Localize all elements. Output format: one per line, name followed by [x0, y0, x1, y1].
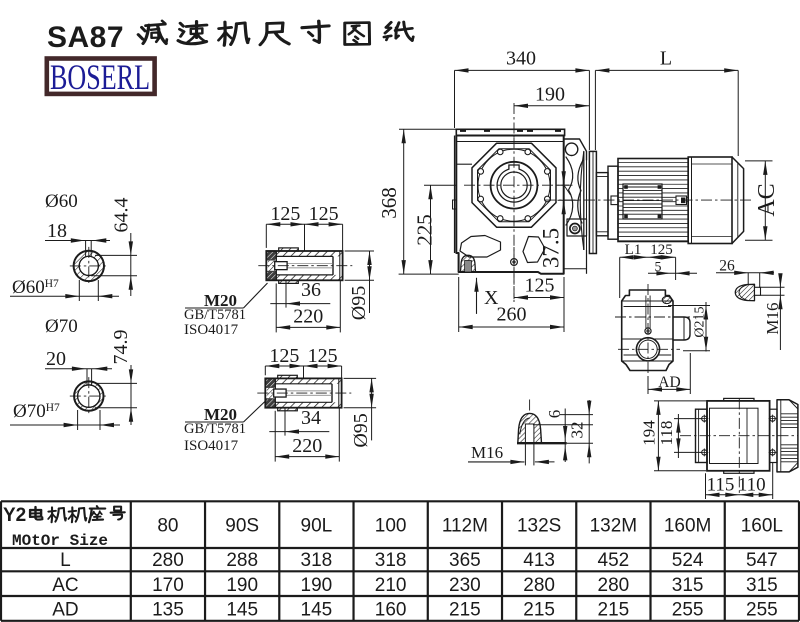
svg-text:X: X	[484, 287, 499, 309]
svg-text:36: 36	[301, 279, 321, 301]
svg-text:230: 230	[449, 575, 481, 596]
svg-text:M16: M16	[763, 302, 782, 334]
svg-text:BOSERL: BOSERL	[50, 57, 150, 97]
svg-text:160M: 160M	[664, 516, 712, 537]
svg-text:Ø70: Ø70	[45, 316, 78, 337]
svg-text:64.4: 64.4	[111, 198, 133, 233]
svg-text:210: 210	[375, 575, 407, 596]
svg-text:AD: AD	[52, 600, 78, 621]
svg-text:118: 118	[657, 421, 676, 446]
svg-text:110: 110	[738, 475, 766, 496]
svg-text:170: 170	[152, 575, 184, 596]
svg-text:413: 413	[523, 550, 555, 571]
svg-text:125: 125	[525, 275, 555, 297]
svg-text:132S: 132S	[517, 516, 561, 537]
svg-text:125: 125	[650, 242, 673, 258]
svg-text:112M: 112M	[442, 516, 488, 537]
svg-text:90S: 90S	[225, 516, 259, 537]
svg-text:255: 255	[672, 600, 704, 621]
svg-text:90L: 90L	[301, 516, 333, 537]
svg-text:280: 280	[523, 575, 555, 596]
svg-text:100: 100	[375, 516, 407, 537]
svg-text:ISO4017: ISO4017	[184, 438, 239, 454]
svg-text:145: 145	[301, 600, 333, 621]
svg-text:AC: AC	[52, 575, 78, 596]
svg-text:225: 225	[413, 214, 437, 246]
svg-text:Ø60: Ø60	[45, 191, 78, 212]
svg-text:Ø215: Ø215	[693, 306, 708, 337]
svg-text:GB/T5781: GB/T5781	[184, 421, 246, 437]
svg-text:74.9: 74.9	[110, 330, 132, 365]
svg-text:ISO4017: ISO4017	[184, 322, 239, 338]
svg-text:288: 288	[226, 550, 258, 571]
svg-text:365: 365	[449, 550, 481, 571]
svg-text:220: 220	[293, 306, 323, 328]
svg-text:318: 318	[375, 550, 407, 571]
svg-text:524: 524	[672, 550, 704, 571]
svg-text:160: 160	[375, 600, 407, 621]
svg-text:M16: M16	[471, 443, 503, 462]
svg-text:L1: L1	[625, 242, 642, 258]
svg-text:340: 340	[506, 48, 536, 70]
svg-text:315: 315	[672, 575, 704, 596]
svg-text:215: 215	[598, 600, 630, 621]
svg-text:SA87: SA87	[47, 21, 124, 54]
svg-text:80: 80	[157, 516, 178, 537]
svg-text:547: 547	[746, 550, 778, 571]
svg-text:L: L	[660, 48, 672, 70]
svg-text:220: 220	[292, 435, 322, 457]
svg-text:Y2: Y2	[3, 505, 26, 526]
svg-text:32: 32	[568, 422, 587, 439]
svg-text:125: 125	[309, 203, 339, 225]
svg-text:18: 18	[47, 220, 67, 242]
svg-text:AD: AD	[658, 374, 680, 391]
svg-text:AC: AC	[754, 183, 780, 216]
svg-text:452: 452	[598, 550, 630, 571]
svg-text:135: 135	[152, 600, 184, 621]
svg-text:26: 26	[719, 258, 735, 275]
svg-text:315: 315	[746, 575, 778, 596]
svg-text:125: 125	[270, 203, 300, 225]
svg-text:190: 190	[535, 84, 565, 106]
svg-text:20: 20	[46, 348, 66, 370]
svg-text:M20: M20	[204, 405, 237, 424]
svg-text:318: 318	[301, 550, 333, 571]
svg-text:MOtOr Size: MOtOr Size	[12, 532, 108, 550]
svg-text:280: 280	[152, 550, 184, 571]
svg-text:260: 260	[497, 304, 527, 326]
svg-text:215: 215	[449, 600, 481, 621]
svg-text:368: 368	[377, 187, 401, 219]
svg-text:190: 190	[301, 575, 333, 596]
svg-text:255: 255	[746, 600, 778, 621]
svg-text:280: 280	[598, 575, 630, 596]
svg-text:6: 6	[545, 410, 564, 419]
svg-text:Ø95: Ø95	[350, 413, 372, 447]
svg-text:190: 190	[226, 575, 258, 596]
svg-text:215: 215	[523, 600, 555, 621]
svg-text:GB/T5781: GB/T5781	[184, 307, 246, 323]
svg-text:160L: 160L	[741, 516, 783, 537]
svg-text:37.5: 37.5	[539, 228, 564, 268]
svg-text:132M: 132M	[590, 516, 638, 537]
svg-text:M20: M20	[204, 291, 237, 310]
svg-text:194: 194	[640, 420, 659, 446]
svg-text:115: 115	[707, 475, 735, 496]
svg-text:L: L	[60, 550, 71, 571]
svg-text:5: 5	[655, 260, 662, 275]
svg-text:145: 145	[226, 600, 258, 621]
svg-text:34: 34	[301, 407, 321, 429]
svg-text:Ø95: Ø95	[348, 286, 370, 320]
svg-text:125: 125	[308, 345, 338, 367]
svg-text:125: 125	[269, 345, 299, 367]
